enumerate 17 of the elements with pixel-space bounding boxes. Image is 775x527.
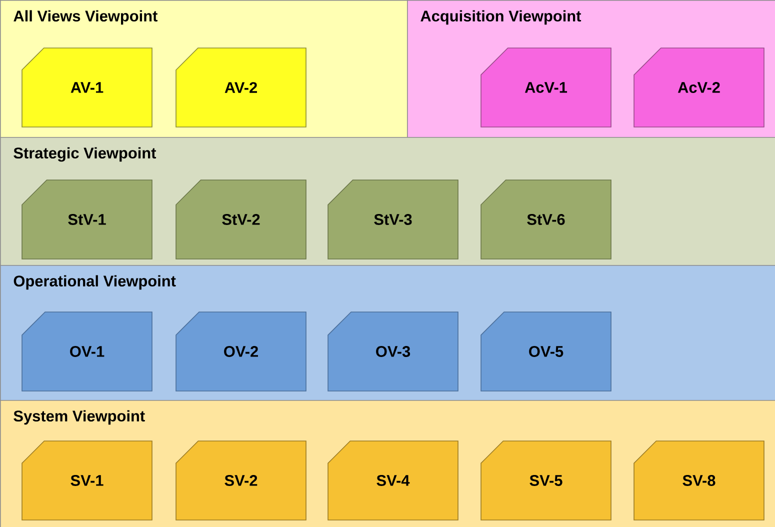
view-card: AcV-1 xyxy=(480,48,612,128)
view-card: AcV-2 xyxy=(634,48,764,128)
view-card: StV-6 xyxy=(480,180,612,260)
view-card: SV-2 xyxy=(176,440,306,520)
view-card: SV-4 xyxy=(328,440,458,520)
view-card: SV-1 xyxy=(22,440,152,520)
view-card: StV-2 xyxy=(176,180,306,260)
view-card: SV-5 xyxy=(480,440,612,520)
view-card: AV-2 xyxy=(176,48,306,128)
view-card: SV-8 xyxy=(634,440,764,520)
view-card: AV-1 xyxy=(22,48,152,128)
view-card: OV-5 xyxy=(480,312,612,392)
view-card: OV-1 xyxy=(22,312,152,392)
view-card: OV-3 xyxy=(328,312,458,392)
view-card: StV-3 xyxy=(328,180,458,260)
view-card: OV-2 xyxy=(176,312,306,392)
view-card: StV-1 xyxy=(22,180,152,260)
